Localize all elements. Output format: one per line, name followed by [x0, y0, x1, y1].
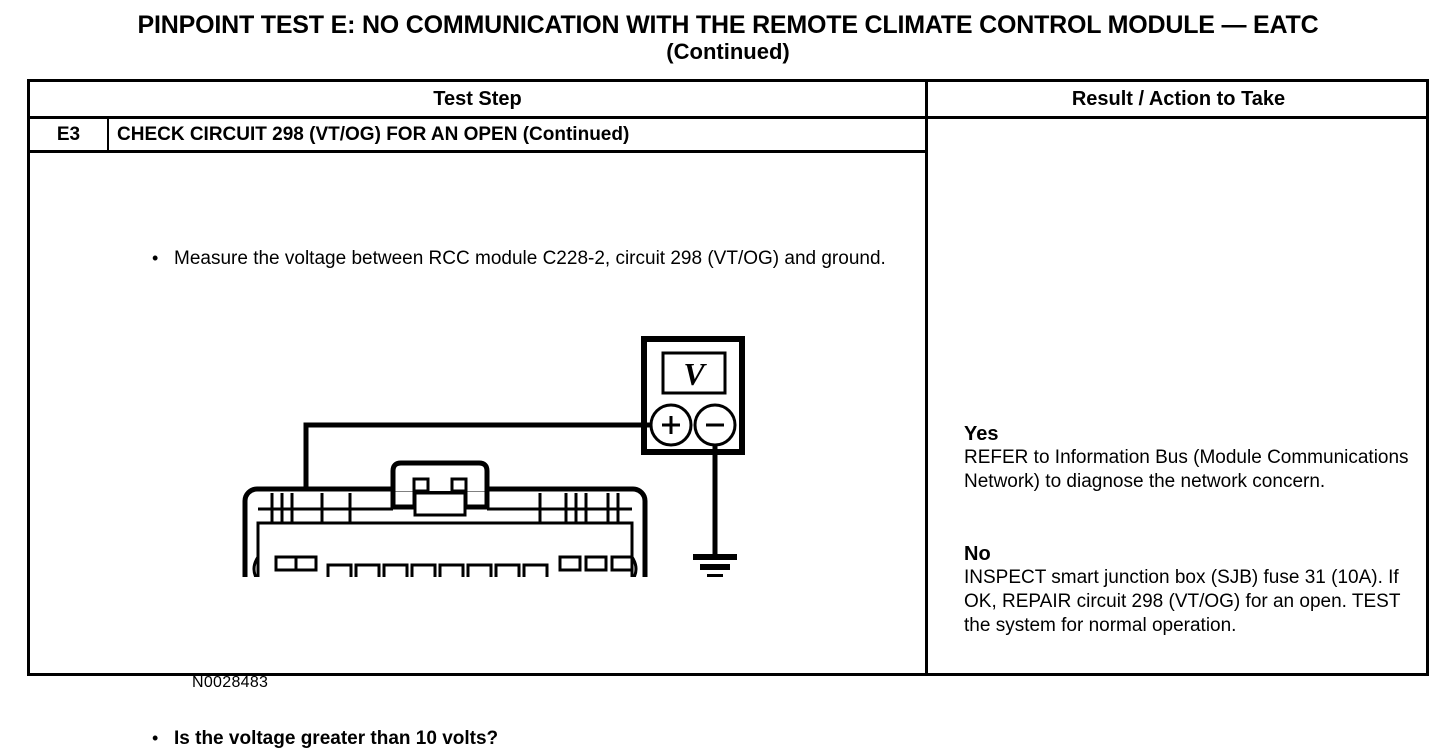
ground-symbol-icon — [693, 554, 737, 580]
result-action-header: Result / Action to Take — [1071, 87, 1286, 110]
page-title: PINPOINT TEST E: NO COMMUNICATION WITH T… — [0, 10, 1456, 64]
test-step-header: Test Step — [433, 87, 522, 110]
step-bullet-measure: • Measure the voltage between RCC module… — [148, 246, 908, 271]
bullet-marker-icon: • — [152, 248, 159, 268]
step-id-divider — [107, 119, 109, 150]
bullet-marker-icon: • — [152, 728, 159, 748]
page-title-line1: PINPOINT TEST E: NO COMMUNICATION WITH T… — [137, 11, 1319, 39]
column-divider — [925, 82, 928, 673]
page-title-line2: (Continued) — [666, 39, 790, 64]
connector-pins-upper — [274, 555, 634, 581]
pinpoint-test-table: Test Step E3 CHECK CIRCUIT 298 (VT/OG) F… — [27, 79, 1429, 749]
step-row-rule — [30, 150, 925, 153]
wiring-diagram: V — [210, 257, 770, 651]
result-no-block: No INSPECT smart junction box (SJB) fuse… — [964, 542, 1424, 638]
result-yes-label: Yes — [964, 423, 999, 445]
result-yes-block: Yes REFER to Information Bus (Module Com… — [964, 422, 1424, 494]
result-yes-text: REFER to Information Bus (Module Communi… — [964, 447, 1409, 492]
connector-pin-c228-2 — [294, 555, 318, 572]
step-bullet-question-text: Is the voltage greater than 10 volts? — [174, 728, 499, 749]
voltmeter-display-label: V — [683, 356, 707, 392]
voltmeter-icon: V — [641, 336, 745, 455]
figure-reference-number: N0028483 — [192, 674, 269, 691]
step-title-cell: CHECK CIRCUIT 298 (VT/OG) FOR AN OPEN (C… — [117, 123, 630, 145]
header-rule — [30, 116, 925, 119]
step-id-cell: E3 — [56, 123, 81, 145]
result-action-column: Result / Action to Take Yes REFER to Inf… — [928, 82, 1429, 673]
step-bullet-measure-text: Measure the voltage between RCC module C… — [174, 248, 886, 269]
result-no-text: INSPECT smart junction box (SJB) fuse 31… — [964, 567, 1401, 636]
step-bullet-question: • Is the voltage greater than 10 volts? — [148, 726, 848, 751]
result-no-label: No — [964, 543, 991, 565]
test-step-column: Test Step E3 CHECK CIRCUIT 298 (VT/OG) F… — [30, 82, 925, 749]
result-header-rule — [928, 116, 1429, 119]
